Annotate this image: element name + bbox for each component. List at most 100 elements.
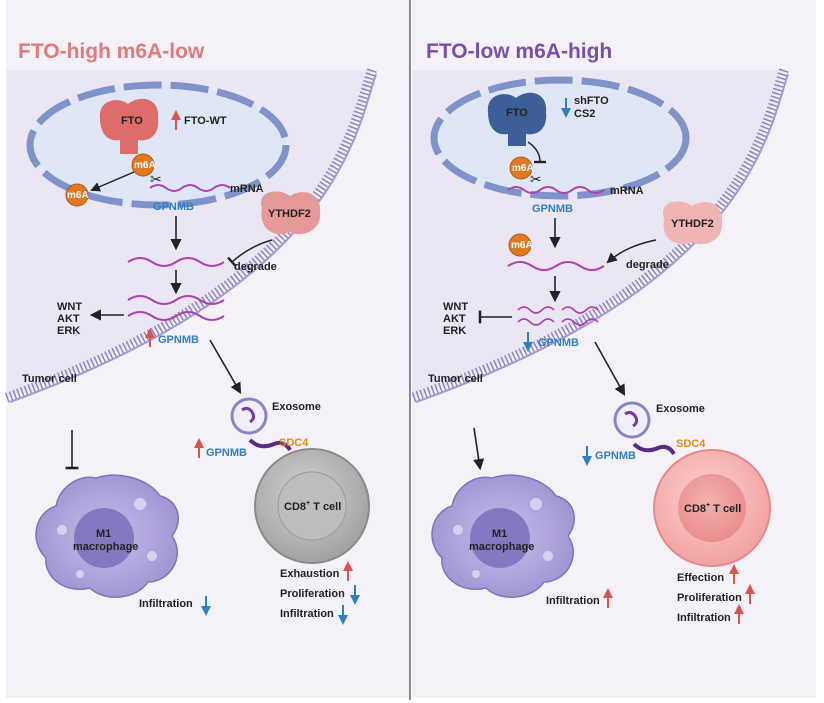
left-fto-wt-label: FTO-WT (184, 115, 227, 127)
left-nucleus (30, 85, 286, 205)
left-secretion-arrow (209, 339, 242, 394)
right-fto-label: FTO (506, 107, 528, 119)
right-title: FTO-low m6A-high (426, 40, 612, 63)
right-m1-label: M1 (492, 528, 507, 540)
left-gpnmb-label: GPNMB (158, 334, 199, 346)
right-sdc4-label: SDC4 (676, 438, 706, 450)
right-macrophage-nucleus (470, 508, 530, 568)
left-erk-label: ERK (57, 325, 80, 337)
right-cs2-label: CS2 (574, 108, 595, 120)
left-released-m6a-icon (65, 183, 89, 207)
left-demethylation-arrow (90, 171, 135, 192)
left-fto-label: FTO (121, 115, 143, 127)
right-m6a-icon (509, 156, 533, 180)
left-fto-protein-icon (99, 98, 159, 154)
right-gpnmb-label: GPNMB (538, 337, 579, 349)
right-exosome-icon (613, 401, 651, 439)
right-akt-label: AKT (443, 313, 466, 325)
right-proliferation-label: Proliferation (677, 592, 742, 604)
right-tcell-infiltration-label: Infiltration (677, 612, 731, 624)
left-ythdf2-icon (261, 191, 321, 235)
left-tcell-infiltration-label: Infiltration (280, 608, 334, 620)
right-nuclear-mrna (507, 186, 605, 194)
left-cell-membrane (4, 68, 377, 403)
left-mrna-wave-2 (127, 311, 225, 321)
left-nuclear-envelope (26, 81, 290, 209)
right-macrophage-label: macrophage (469, 541, 534, 553)
right-tcell-label: CD8+ T cell (684, 502, 741, 515)
left-vesicle-2 (57, 525, 67, 535)
left-m6a-label: m6A (134, 160, 156, 171)
right-degrade-arrow (606, 239, 657, 264)
left-exosome-cargo (241, 406, 256, 424)
right-fragment-4 (561, 318, 599, 326)
left-nuclear-mrna (149, 184, 231, 192)
left-vesicle-3 (147, 551, 157, 561)
left-macrophage-nucleus (74, 508, 134, 568)
right-erk-label: ERK (443, 325, 466, 337)
left-mrna-wave-1 (127, 295, 225, 305)
left-exhaustion-label: Exhaustion (280, 568, 340, 580)
left-vesicle-4 (76, 570, 84, 578)
right-tcell-nucleus (678, 474, 746, 542)
left-m1-label: M1 (96, 528, 111, 540)
right-wnt-label: WNT (443, 301, 468, 313)
right-tumor-cell-label: Tumor cell (428, 373, 483, 385)
right-nuclear-envelope (430, 76, 690, 200)
left-gpnmb-sdc4-binding (248, 438, 292, 452)
left-degrade-inhibit (227, 239, 273, 268)
left-scissors-icon: ✂ (150, 171, 162, 187)
left-cytoplasm-mrna (127, 257, 225, 267)
left-ythdf2-label: YTHDF2 (268, 208, 311, 220)
left-tcell-label: CD8+ T cell (284, 500, 341, 513)
left-m6a-icon (131, 153, 155, 177)
left-tumor-cell-label: Tumor cell (22, 373, 77, 385)
right-m6a-label: m6A (512, 163, 534, 174)
left-proliferation-label: Proliferation (280, 588, 345, 600)
left-macrophage-label: macrophage (73, 541, 138, 553)
right-exo-gpnmb-label: GPNMB (595, 450, 636, 462)
right-vesicle-2 (453, 525, 463, 535)
right-exosome-cargo (624, 410, 639, 428)
right-degrade-label: degrade (626, 259, 669, 271)
right-exosome-label: Exosome (656, 403, 705, 415)
left-title: FTO-high m6A-low (18, 40, 205, 63)
left-tcell-nucleus (277, 471, 347, 541)
right-fragment-2 (517, 318, 555, 326)
right-fto-inhibit (527, 141, 547, 164)
left-exosome-icon (230, 397, 268, 435)
right-fto-protein-icon (487, 92, 547, 146)
right-gpnmb-nuclear-label: GPNMB (532, 203, 573, 215)
right-cytoplasm-mrna (507, 261, 605, 271)
left-vesicle-1 (134, 498, 146, 510)
left-exo-gpnmb-label: GPNMB (206, 447, 247, 459)
right-mrna-label: mRNA (610, 185, 644, 197)
left-macrophage-infiltration-label: Infiltration (139, 598, 193, 610)
right-macrophage-arrow (473, 427, 485, 471)
right-fragment-1 (517, 306, 555, 314)
right-macrophage-infiltration-label: Infiltration (546, 595, 600, 607)
right-ythdf2-label: YTHDF2 (671, 218, 714, 230)
right-shfto-label: shFTO (574, 95, 609, 107)
left-gpnmb-nuclear-label: GPNMB (153, 201, 194, 213)
left-released-m6a-label: m6A (67, 190, 89, 201)
right-fragment-3 (561, 306, 599, 314)
right-cyto-m6a-label: m6A (511, 240, 533, 251)
right-gpnmb-sdc4-binding (632, 442, 676, 456)
right-scissors-icon: ✂ (530, 171, 542, 187)
left-wnt-label: WNT (57, 301, 82, 313)
right-secretion-arrow (594, 341, 626, 396)
left-degrade-label: degrade (234, 261, 277, 273)
right-vesicle-3 (543, 551, 553, 561)
right-vesicle-4 (472, 570, 480, 578)
right-cyto-m6a-icon (508, 233, 532, 257)
right-ythdf2-icon (663, 201, 723, 245)
left-sdc4-label: SDC4 (279, 437, 309, 449)
right-effection-label: Effection (677, 572, 724, 584)
right-vesicle-1 (530, 498, 542, 510)
left-exosome-label: Exosome (272, 401, 321, 413)
left-akt-label: AKT (57, 313, 80, 325)
left-mrna-label: mRNA (230, 183, 264, 195)
